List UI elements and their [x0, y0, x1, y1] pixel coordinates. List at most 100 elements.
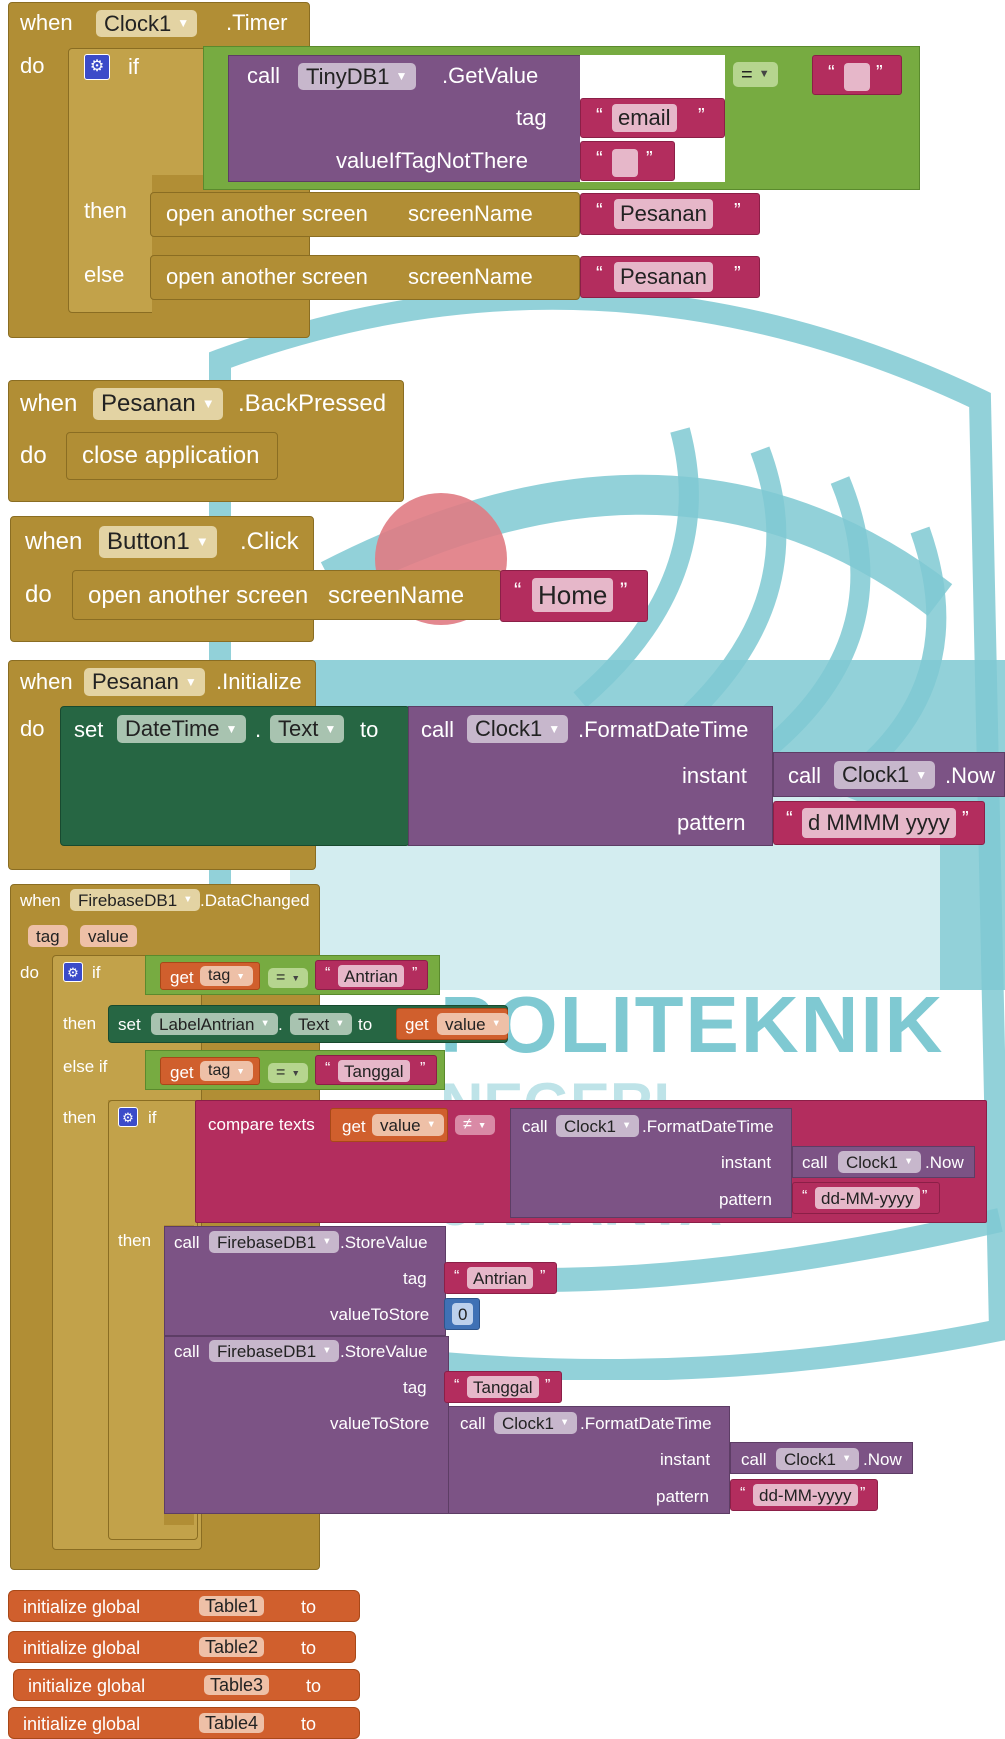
component-dropdown-firebase[interactable]: FirebaseDB1▼: [70, 889, 201, 911]
component-dropdown-firebase-1[interactable]: FirebaseDB1▼: [209, 1231, 340, 1253]
operator-dropdown-eq-1[interactable]: =▼: [268, 968, 309, 988]
call-label: call: [421, 717, 455, 742]
compare-texts-label: compare texts: [208, 1115, 315, 1134]
global-name-table1[interactable]: Table1: [199, 1596, 265, 1616]
text-value-antrian-1[interactable]: Antrian: [338, 965, 404, 987]
store-value-block-2[interactable]: [164, 1336, 449, 1514]
quote-open: “: [454, 1268, 460, 1285]
method-label: .StoreValue: [340, 1233, 428, 1252]
component-dropdown-clock1-c[interactable]: Clock1▼: [494, 1412, 578, 1434]
variable-dropdown-tag-2[interactable]: tag▼: [200, 1061, 253, 1081]
quote-close: ”: [734, 263, 741, 285]
pattern-label: pattern: [719, 1190, 772, 1209]
component-dropdown-clock1-d[interactable]: Clock1▼: [776, 1448, 860, 1470]
init-global-block-4[interactable]: initialize global Table4 to: [8, 1707, 360, 1739]
component-dropdown-label-antrian[interactable]: LabelAntrian▼: [151, 1013, 278, 1035]
quote-open: “: [596, 105, 603, 127]
component-dropdown-pesanan-init[interactable]: Pesanan▼: [84, 668, 205, 696]
variable-dropdown-value-1[interactable]: value▼: [437, 1013, 509, 1035]
if-label: if: [92, 963, 101, 982]
dot-label: .: [278, 1015, 283, 1034]
init-global-block-1[interactable]: initialize global Table1 to: [8, 1590, 360, 1622]
quote-open: “: [828, 62, 835, 84]
gear-icon[interactable]: ⚙: [84, 54, 110, 80]
close-application-block[interactable]: [66, 432, 278, 480]
quote-close: ”: [698, 105, 705, 127]
when-label: when: [20, 891, 61, 910]
set-label: set: [118, 1015, 141, 1034]
component-dropdown-pesanan[interactable]: Pesanan▼: [93, 388, 223, 420]
text-value-pesanan-2[interactable]: Pesanan: [614, 262, 713, 292]
do-label: do: [20, 53, 45, 78]
component-dropdown-clock1[interactable]: Clock1▼: [96, 10, 198, 37]
get-label: get: [405, 1015, 429, 1034]
when-label: when: [20, 669, 73, 694]
text-value-tanggal-1[interactable]: Tanggal: [338, 1060, 410, 1082]
event-name: .DataChanged: [200, 891, 310, 910]
to-label: to: [358, 1015, 373, 1034]
param-value[interactable]: value: [80, 925, 137, 947]
operator-dropdown-equals[interactable]: =▼: [733, 62, 778, 87]
now-label: .Now: [945, 763, 996, 788]
component-dropdown-clock1-now[interactable]: Clock1▼: [834, 761, 936, 789]
global-name-table4[interactable]: Table4: [199, 1713, 265, 1733]
gear-icon[interactable]: ⚙: [63, 962, 83, 982]
init-global-block-3[interactable]: initialize global Table3 to: [13, 1669, 360, 1701]
operator-dropdown-ne[interactable]: ≠▼: [455, 1115, 495, 1135]
text-value-empty[interactable]: [612, 149, 638, 177]
property-dropdown-text[interactable]: Text▼: [270, 715, 345, 743]
text-value-pattern-1[interactable]: dd-MM-yyyy: [815, 1187, 920, 1209]
text-value-tanggal-2[interactable]: Tanggal: [467, 1376, 539, 1398]
variable-dropdown-value-2[interactable]: value▼: [372, 1114, 444, 1136]
text-value-antrian-2[interactable]: Antrian: [467, 1267, 533, 1289]
init-global-block-2[interactable]: initialize global Table2 to: [8, 1631, 356, 1663]
component-dropdown-button1[interactable]: Button1▼: [99, 526, 217, 558]
open-screen-block-2[interactable]: [150, 255, 580, 300]
text-value-email[interactable]: email: [612, 104, 677, 132]
get-label: get: [170, 1063, 194, 1082]
global-name-table3[interactable]: Table3: [204, 1675, 270, 1695]
text-value-compare[interactable]: [844, 63, 870, 91]
dot-label: .: [255, 717, 262, 742]
tag-label: tag: [516, 105, 547, 130]
method-label: .FormatDateTime: [578, 717, 749, 742]
do-label: do: [20, 716, 45, 741]
text-value-home[interactable]: Home: [532, 578, 614, 612]
gear-icon[interactable]: ⚙: [118, 1107, 138, 1127]
then-label: then: [118, 1231, 152, 1250]
operator-dropdown-eq-2[interactable]: =▼: [268, 1063, 309, 1083]
then-label: then: [63, 1014, 97, 1033]
open-screen-block-3[interactable]: [72, 570, 502, 620]
to-label: to: [306, 1676, 322, 1696]
quote-close: ”: [876, 62, 883, 84]
text-value-pattern-2[interactable]: dd-MM-yyyy: [753, 1484, 858, 1506]
component-dropdown-datetime[interactable]: DateTime▼: [117, 715, 246, 743]
number-value[interactable]: 0: [452, 1303, 474, 1325]
quote-close: ”: [620, 578, 628, 603]
event-name: .Initialize: [216, 669, 302, 694]
global-name-table2[interactable]: Table2: [199, 1637, 265, 1657]
screen-name-label: screenName: [328, 582, 465, 609]
open-screen-block-1[interactable]: [150, 192, 580, 237]
variable-dropdown-tag-1[interactable]: tag▼: [200, 966, 253, 986]
component-dropdown-tinydb1[interactable]: TinyDB1▼: [298, 63, 416, 90]
component-dropdown-clock1-a[interactable]: Clock1▼: [556, 1115, 640, 1137]
do-label: do: [20, 963, 39, 982]
text-value-pattern[interactable]: d MMMM yyyy: [802, 808, 956, 838]
component-dropdown-clock1-b[interactable]: Clock1▼: [838, 1151, 922, 1173]
param-tag[interactable]: tag: [28, 925, 68, 947]
now-label: .Now: [863, 1450, 902, 1469]
text-value-pesanan-1[interactable]: Pesanan: [614, 199, 713, 229]
property-dropdown-text[interactable]: Text▼: [290, 1013, 353, 1035]
component-dropdown-firebase-2[interactable]: FirebaseDB1▼: [209, 1340, 340, 1362]
call-label: call: [802, 1153, 828, 1172]
quote-open: “: [454, 1377, 460, 1394]
init-global-label: initialize global: [23, 1638, 141, 1658]
component-dropdown-clock1[interactable]: Clock1▼: [467, 715, 569, 743]
set-label: set: [74, 717, 104, 742]
call-label: call: [174, 1233, 200, 1252]
call-label: call: [247, 63, 281, 88]
if-label: if: [128, 54, 139, 79]
quote-close: ”: [545, 1377, 551, 1394]
